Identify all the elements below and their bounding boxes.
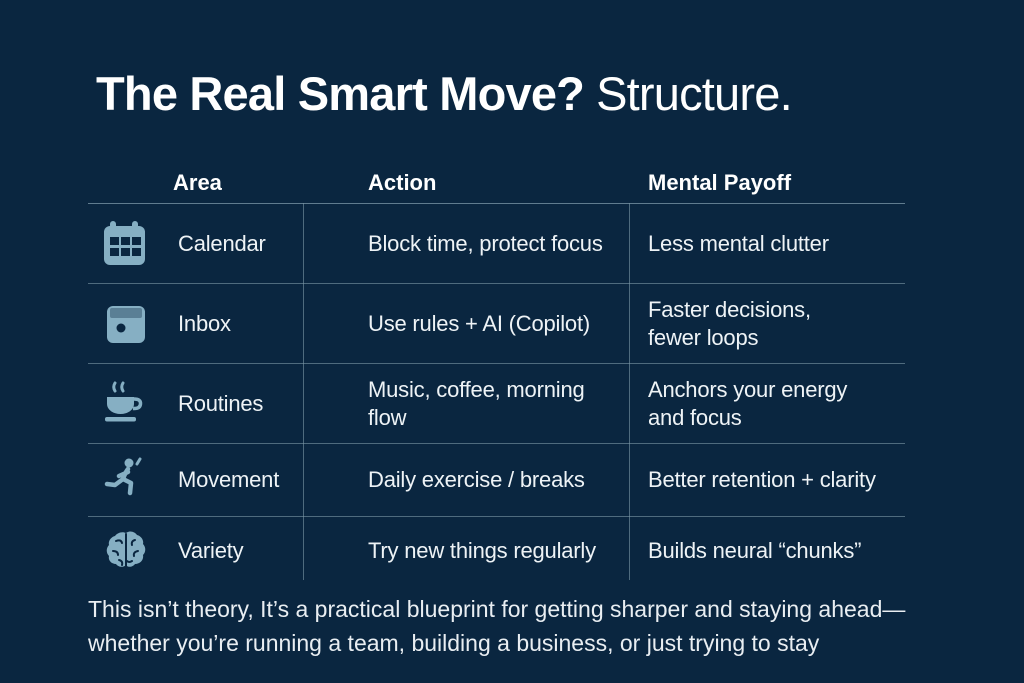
inbox-icon	[102, 300, 150, 348]
action-cell: Block time, protect focus	[303, 204, 629, 283]
calendar-icon	[102, 220, 150, 268]
payoff-text: Less mental clutter	[648, 230, 829, 256]
action-cell: Try new things regularly	[303, 517, 629, 585]
brain-icon	[102, 527, 150, 575]
footer-line-1: This isn’t theory, It’s a practical blue…	[88, 596, 906, 622]
payoff-text: Better retention + clarity	[648, 467, 876, 492]
area-cell: Movement	[88, 444, 303, 516]
area-cell: Inbox	[88, 284, 303, 363]
action-cell: Daily exercise / breaks	[303, 444, 629, 516]
payoff-cell: Anchors your energy and focus	[629, 364, 905, 443]
table-row: Movement Daily exercise / breaks Better …	[88, 443, 905, 516]
coffee-cup-icon	[102, 380, 150, 428]
table-row: Calendar Block time, protect focus Less …	[88, 204, 905, 283]
table-row: Inbox Use rules + AI (Copilot) Faster de…	[88, 283, 905, 363]
footer-text: This isn’t theory, It’s a practical blue…	[88, 592, 905, 660]
area-label: Inbox	[178, 310, 231, 336]
action-text: Daily exercise / breaks	[368, 467, 585, 492]
area-cell: Routines	[88, 364, 303, 443]
area-label: Calendar	[178, 230, 266, 256]
action-text: Use rules + AI (Copilot)	[368, 310, 591, 336]
column-divider	[303, 203, 304, 580]
action-text: Block time, protect focus	[368, 230, 603, 256]
action-text: Music, coffee, morning flow	[368, 376, 585, 430]
runner-icon	[102, 456, 150, 504]
action-cell: Music, coffee, morning flow	[303, 364, 629, 443]
payoff-text: Anchors your energy and focus	[648, 376, 848, 430]
table-row: Variety Try new things regularly Builds …	[88, 516, 905, 585]
col-header-action: Action	[368, 170, 437, 195]
title-emphasis: The Real Smart Move?	[96, 67, 585, 120]
table-header-row: Area Action Mental Payoff	[88, 163, 905, 204]
action-text: Try new things regularly	[368, 538, 596, 563]
col-header-area: Area	[173, 170, 222, 195]
title-rest: Structure.	[596, 67, 793, 120]
footer-line-2: whether you’re running a team, building …	[88, 630, 820, 656]
structure-table: Area Action Mental Payoff	[88, 163, 905, 580]
page-title: The Real Smart Move?Structure.	[96, 66, 793, 121]
payoff-text: Builds neural “chunks”	[648, 538, 862, 563]
action-cell: Use rules + AI (Copilot)	[303, 284, 629, 363]
payoff-cell: Less mental clutter	[629, 204, 905, 283]
area-label: Variety	[178, 538, 244, 563]
payoff-cell: Better retention + clarity	[629, 444, 905, 516]
col-header-mental-payoff: Mental Payoff	[648, 170, 792, 195]
payoff-cell: Builds neural “chunks”	[629, 517, 905, 585]
area-label: Routines	[178, 390, 264, 416]
payoff-cell: Faster decisions, fewer loops	[629, 284, 905, 363]
area-cell: Calendar	[88, 204, 303, 283]
payoff-text: Faster decisions, fewer loops	[648, 296, 811, 350]
table-row: Routines Music, coffee, morning flow Anc…	[88, 363, 905, 443]
area-cell: Variety	[88, 517, 303, 585]
column-divider	[629, 203, 630, 580]
area-label: Movement	[178, 467, 280, 492]
